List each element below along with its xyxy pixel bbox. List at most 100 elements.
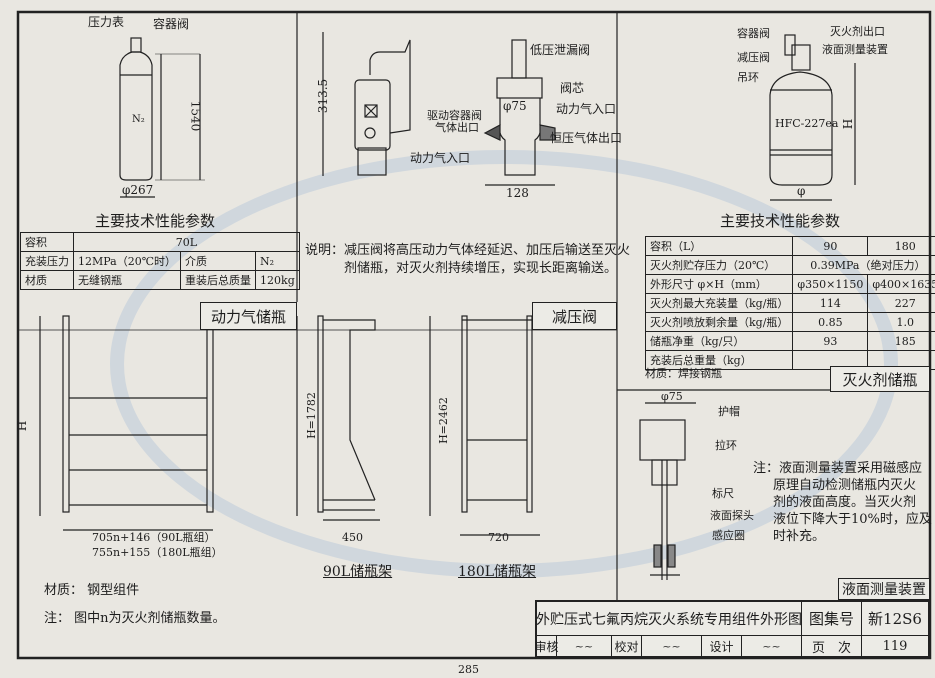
dim-height-1540: 1540 [188, 100, 203, 132]
note-line: 时补充。 [773, 529, 826, 544]
cell: 227 [867, 293, 935, 313]
label-reducer: 减压阀 [737, 51, 770, 64]
cell: 容积 [20, 232, 74, 252]
dim-height-h: H [840, 118, 855, 130]
label-diameter-75: φ75 [503, 99, 527, 113]
cell: 93 [792, 331, 869, 351]
design-label: 设计 [702, 636, 742, 657]
cell: 材质 [20, 270, 74, 290]
label-lifting-ring: 吊环 [737, 71, 759, 84]
cell: 容积（L） [644, 236, 794, 256]
cell: φ350×1150 [792, 274, 869, 294]
section-title-power-gas-cylinder: 动力气储瓶 [200, 302, 297, 330]
cell: 灭火剂最大充装量（kg/瓶） [644, 293, 794, 313]
n2-table-title: 主要技术性能参数 [95, 212, 216, 230]
cell: 70L [73, 232, 300, 252]
check-signature: ~~ [642, 636, 702, 657]
table-row: 充装后总重量（kg） [644, 350, 935, 370]
sheet-page-number: 119 [882, 639, 908, 654]
cell: φ400×1635 [867, 274, 935, 294]
rack-180l-drawing [429, 315, 540, 536]
note-line: 原理自动检测储瓶内灭火 [773, 478, 917, 493]
label-level-device: 液面测量装置 [822, 43, 888, 56]
cell: 185 [867, 331, 935, 351]
label-container-valve: 容器阀 [737, 27, 770, 40]
rack180-title: 180L储瓶架 [458, 564, 537, 580]
label-low-pressure-valve: 低压泄漏阀 [530, 43, 591, 57]
cell: 114 [792, 293, 869, 313]
dim-diameter: φ [797, 184, 806, 198]
page-label: 页 次 [802, 636, 862, 657]
pressure-reducer-side-drawing [322, 32, 411, 176]
cell: 储瓶净重（kg/只） [644, 331, 794, 351]
rack-front-drawing [39, 315, 214, 531]
cell: 1.0 [867, 312, 935, 332]
dim-rack-height-h: H [14, 420, 29, 432]
agent-material: 材质：焊接钢瓶 [645, 367, 722, 380]
cell: 180 [867, 236, 935, 256]
dim-height-313-5: 313.5 [316, 78, 331, 114]
section-title-level-device: 液面测量装置 [838, 578, 930, 600]
label-power-inlet: 动力气入口 [556, 102, 617, 116]
rack-90l-drawing [296, 315, 380, 521]
atlas-number-label: 图集号 [802, 602, 862, 636]
drawing-title: 外贮压式七氟丙烷灭火系统专用组件外形图 [536, 602, 802, 636]
label-drive-outlet-1: 驱动容器阀 [427, 109, 482, 122]
dim-diameter-267: φ267 [122, 183, 154, 197]
cell: 无缝钢瓶 [72, 270, 182, 290]
dim-diameter-75: φ75 [661, 390, 683, 403]
section-title-pressure-reducer: 减压阀 [532, 302, 617, 330]
label-cap: 护帽 [718, 405, 740, 418]
rack-material: 材质： 钢型组件 [44, 583, 140, 598]
design-signature: ~~ [742, 636, 802, 657]
dim-width-180l: 755n+155（180L瓶组） [92, 546, 223, 559]
title-block: 外贮压式七氟丙烷灭火系统专用组件外形图 图集号 新12S6 审核 ~~ 校对 ~… [535, 600, 930, 658]
atlas-number: 新12S6 [862, 602, 928, 636]
check-label: 校对 [612, 636, 642, 657]
agent-cylinder-drawing [769, 34, 856, 201]
n2-cylinder-drawing [119, 37, 205, 198]
note-line: 剂的液面高度。当灭火剂 [773, 495, 917, 510]
reducer-note-line1: 说明：减压阀将高压动力气体经延迟、加压后输送至灭火 [305, 243, 631, 258]
agent-table-title: 主要技术性能参数 [720, 212, 841, 230]
label-hfc-227ea: HFC-227ea [775, 117, 839, 130]
cell: N₂ [255, 251, 300, 271]
dim-rack90-width: 450 [342, 531, 363, 544]
section-title-agent-cylinder: 灭火剂储瓶 [830, 366, 930, 392]
level-device-note: 注：液面测量装置采用磁感应 原理自动检测储瓶内灭火 剂的液面高度。当灭火剂 液位… [753, 460, 932, 545]
label-valve-core: 阀芯 [560, 81, 585, 95]
label-n2: N₂ [132, 114, 145, 125]
label-constant-outlet: 恒压气体出口 [550, 131, 623, 145]
label-power-inlet-left: 动力气入口 [410, 151, 471, 165]
dim-width-128: 128 [506, 186, 529, 200]
rack-note: 注： 图中n为灭火剂储瓶数量。 [44, 611, 226, 626]
table-row: 灭火剂贮存压力（20℃）0.39MPa（绝对压力） [644, 255, 935, 275]
dim-width-90l: 705n+146（90L瓶组） [92, 531, 216, 544]
cell: 介质 [180, 251, 257, 271]
dim-rack90-height: H=1782 [304, 392, 318, 439]
label-pull-ring: 拉环 [715, 439, 737, 452]
label-probe: 液面探头 [710, 509, 754, 522]
rack90-title: 90L储瓶架 [323, 564, 393, 580]
cell: 12MPa（20℃时） [72, 251, 182, 271]
label-pressure-gauge: 压力表 [88, 15, 125, 29]
note-line: 注：液面测量装置采用磁感应 [753, 461, 923, 476]
cell: 120kg [255, 270, 300, 290]
cell: 充装后总重量（kg） [644, 350, 794, 370]
dim-rack180-width: 720 [488, 531, 509, 544]
cell: 0.39MPa（绝对压力） [792, 255, 935, 275]
cell: 外形尺寸 φ×H（mm） [644, 274, 794, 294]
label-container-valve: 容器阀 [153, 17, 190, 31]
cell: 充装压力 [20, 251, 74, 271]
